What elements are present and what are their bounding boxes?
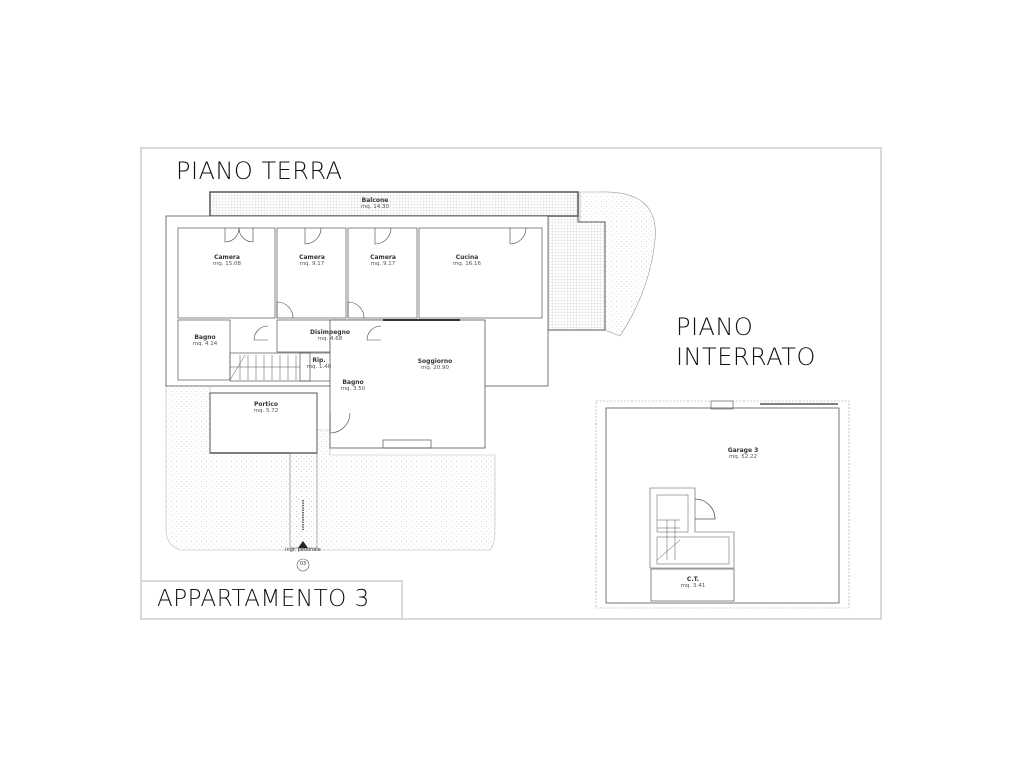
room-label-disimpegno: Disimpegno mq. 4.68 [310,329,350,342]
entrance-label: ingr. pedonale [285,547,321,553]
apartment-label-box [140,580,403,620]
room-label-bagno-2: Bagno mq. 3.50 [340,379,366,392]
apartment-title: APPARTAMENTO 3 [157,586,370,612]
basement-title-line1: PIANO [676,313,754,341]
garden-area [165,191,656,551]
room-label-camera-1: Camera mq. 15.08 [212,254,242,267]
room-label-bagno-1: Bagno mq. 4.14 [192,334,218,347]
room-label-garage: Garage 3 mq. 52.22 [727,447,759,460]
ground-floor-title: PIANO TERRA [176,157,343,185]
entrance-number: 03 [299,561,307,567]
doors [224,227,527,434]
room-label-camera-3: Camera mq. 9.17 [370,254,396,267]
room-label-balcone: Balcone mq. 14.30 [360,197,390,210]
entrance-arrow-icon [298,541,308,548]
room-label-ripostiglio: Rip. mq. 1.40 [306,357,332,370]
room-label-soggiorno: Soggiorno mq. 20.90 [417,358,453,371]
entrance-path [289,452,318,572]
basement-title: PIANO INTERRATO [676,312,816,372]
house-walls [165,215,549,454]
basement-title-line2: INTERRATO [676,343,816,371]
basement-walls [595,400,850,609]
drawing-frame [140,147,882,620]
room-label-cucina: Cucina mq. 16.16 [452,254,482,267]
room-label-ct: C.T. mq. 3.41 [680,576,706,589]
room-label-portico: Portico mq. 5.72 [253,401,279,414]
room-label-camera-2: Camera mq. 9.17 [299,254,325,267]
entrance-number-circle [296,558,310,572]
